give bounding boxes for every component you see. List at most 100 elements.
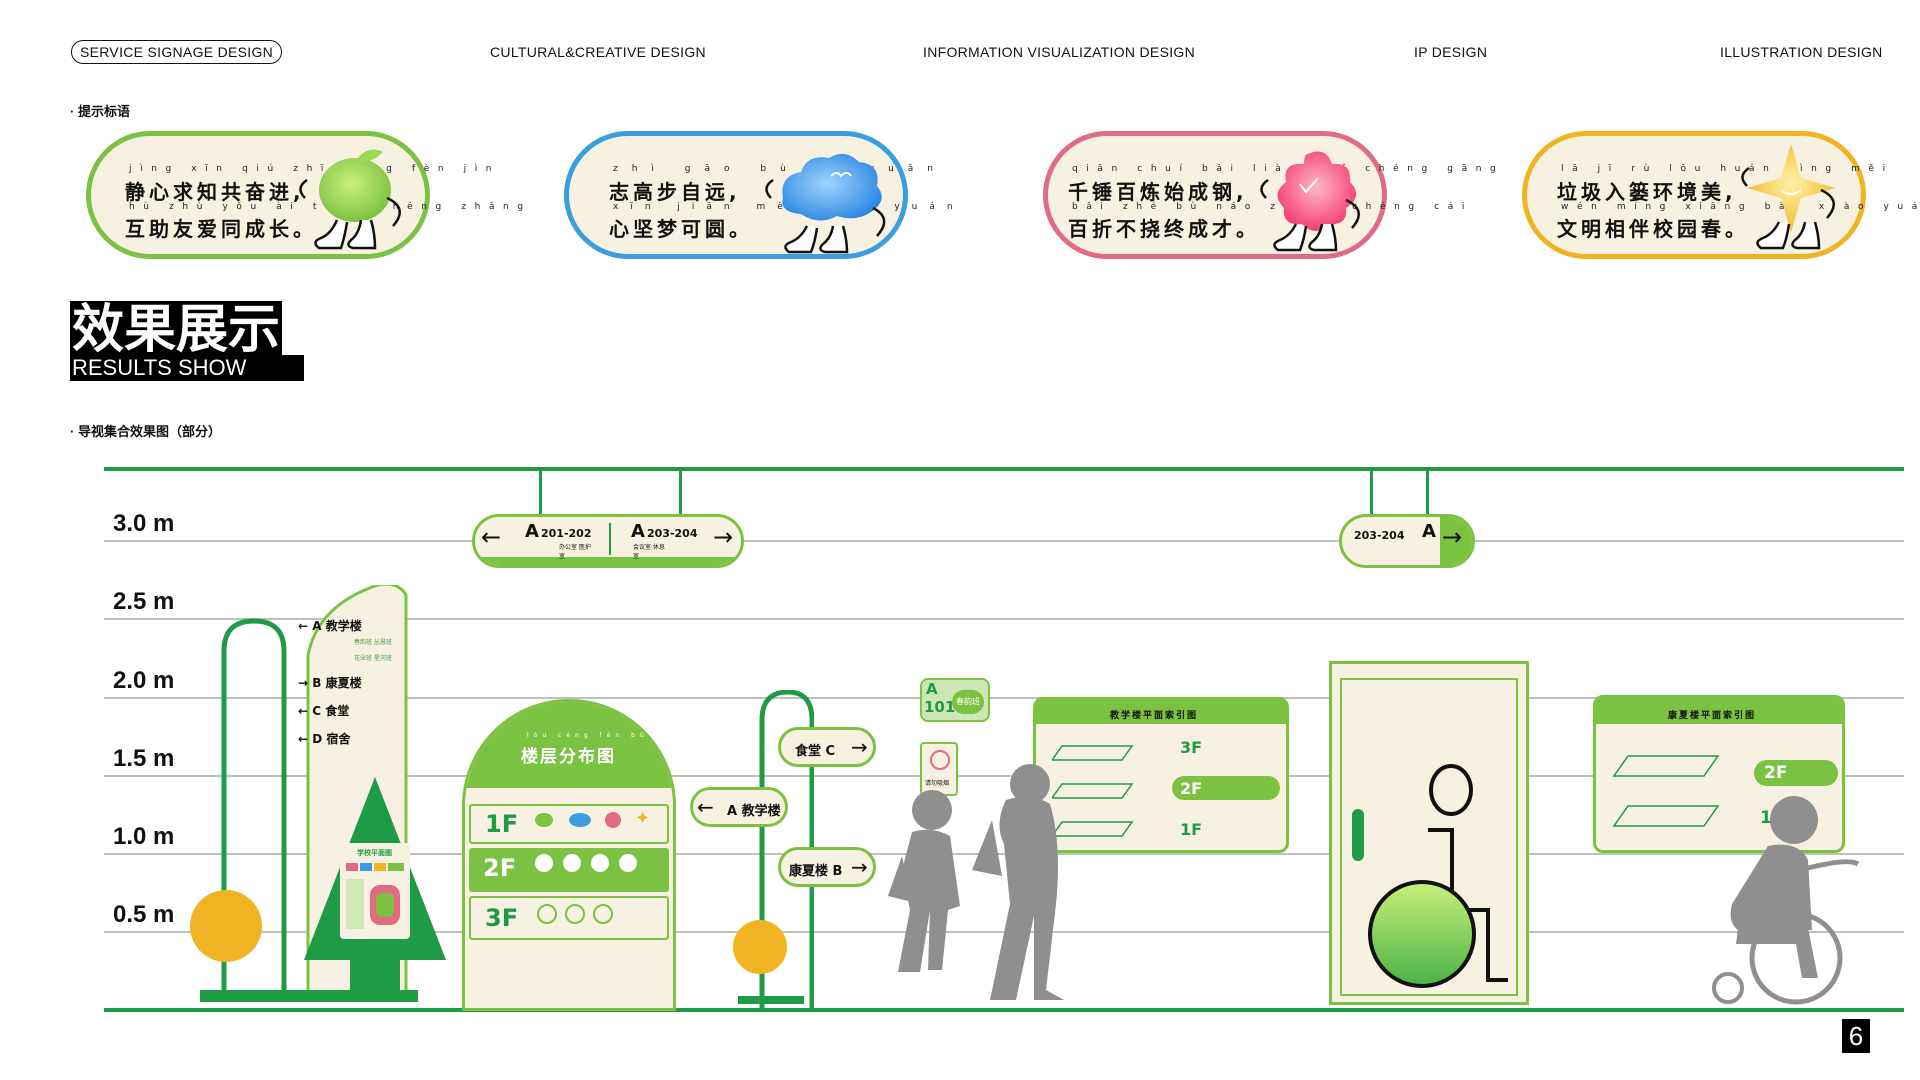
nav-service-signage[interactable]: SERVICE SIGNAGE DESIGN <box>71 40 283 64</box>
room-icon <box>591 854 609 872</box>
nav-ip-design[interactable]: IP DESIGN <box>1414 44 1488 60</box>
hanging-sign-a201-204: ← A 201-202 办公室 医护室 A 203-204 会议室 休息室 → <box>472 514 744 568</box>
star-icon: ✦ <box>635 808 651 829</box>
hanging-right-sub: 会议室 休息室 <box>633 544 665 560</box>
slogan-4-line-1: 垃圾入篓环境美, <box>1557 180 1737 204</box>
slogan-3-line-1: 千锤百炼始成钢, <box>1068 180 1248 204</box>
floor-label-2f: 2F <box>483 854 517 882</box>
floor-row-2f: 2F <box>469 848 669 892</box>
children-walking-silhouette <box>888 764 1064 1000</box>
yellow-ball-decor <box>733 920 787 974</box>
index-1-floor-2f: 2F <box>1180 779 1203 798</box>
blue-cloud-mascot-icon <box>765 153 886 254</box>
room-icon <box>565 904 585 924</box>
hanging-left-rooms: 201-202 <box>541 527 592 540</box>
door-plate-code: A <box>926 680 938 698</box>
hanger-rod <box>1426 471 1429 515</box>
slogan-board-2: zhì gāo bù zì yuǎn 志高步自远, xīn jiān mèng … <box>564 131 953 259</box>
hanging-sign-a203-204: 203-204 A → <box>1339 514 1475 568</box>
arrow-left-icon: ← <box>298 704 309 718</box>
totem-item-a-label: A 教学楼 <box>312 619 362 633</box>
arrow-right-icon: → <box>1442 523 1463 551</box>
arrow-right-icon: → <box>851 855 868 879</box>
room-icon <box>537 904 557 924</box>
cloud-icon <box>569 813 591 827</box>
apple-icon <box>535 813 553 827</box>
arrow-right-icon: → <box>298 676 309 690</box>
slogan-1-pinyin-1: jìng xīn qiú zhī gòng fèn jìn <box>129 164 501 174</box>
slogans-section-label: · 提示标语 <box>70 104 130 119</box>
height-label-2-5m: 2.5 m <box>113 588 175 615</box>
door-handle[interactable] <box>1352 809 1364 861</box>
slogan-board-3: qiān chuí bǎi liàn shǐ chéng gāng 千锤百炼始成… <box>1043 131 1496 259</box>
hanging-2-code: A <box>1422 521 1436 542</box>
room-icon <box>563 854 581 872</box>
teaching-building-index-board: 教学楼平面索引图 3F 2F 1F <box>1033 697 1289 853</box>
floor-plan-diagram <box>1612 755 1720 827</box>
hanger-rod <box>539 471 542 515</box>
divider <box>609 523 611 555</box>
no-smoking-icon <box>930 750 950 770</box>
grid-line-1m <box>104 853 1904 855</box>
pole-sign-kangxia-label: 康夏楼 B <box>789 864 843 879</box>
nav-information-visualization[interactable]: INFORMATION VISUALIZATION DESIGN <box>923 44 1195 60</box>
arrow-left-icon: ← <box>298 732 309 746</box>
totem-sub-1: 春韵班 丛慧班 <box>354 639 392 646</box>
hanging-left-sub: 办公室 医护室 <box>559 544 591 560</box>
grid-line-2-5m <box>104 618 1904 620</box>
pole-sign-canteen-label: 食堂 C <box>795 744 836 759</box>
grid-line-1-5m <box>104 775 1904 777</box>
index-2-floor-2f: 2F <box>1764 763 1788 783</box>
totem-item-b-label: B 康夏楼 <box>312 676 362 690</box>
pole-sign-canteen[interactable]: 食堂 C → <box>778 727 876 767</box>
totem-sub-2: 花朵班 星河班 <box>354 655 392 662</box>
pole-sign-kangxia[interactable]: 康夏楼 B → <box>778 847 876 887</box>
slogan-4-pinyin-1: lā jī rù lǒu huán jìng měi <box>1561 164 1894 174</box>
accessible-restroom-door[interactable] <box>1329 661 1529 1005</box>
index-board-2-title: 康夏楼平面索引图 <box>1668 711 1757 721</box>
door-plate-name: 春韵班 <box>952 690 984 714</box>
results-title-cn: 效果展示 <box>70 300 283 360</box>
grid-line-0-5m <box>104 931 1904 933</box>
totem-item-d: ← D 宿舍 <box>298 730 350 747</box>
nav-illustration-design[interactable]: ILLUSTRATION DESIGN <box>1720 44 1883 60</box>
no-smoking-text: 请勿吸烟 <box>925 780 950 787</box>
yellow-star-mascot-icon <box>1741 144 1835 250</box>
wheelchair-icon <box>1368 764 1508 988</box>
nav-cultural-creative[interactable]: CULTURAL&CREATIVE DESIGN <box>490 44 706 60</box>
slogan-board-1: jìng xīn qiú zhī gòng fèn jìn 静心求知共奋进, h… <box>86 131 523 259</box>
slogan-2-line-2: 心坚梦可圆。 <box>609 217 753 241</box>
slogan-1-line-1: 静心求知共奋进, <box>125 180 305 204</box>
hanging-2-rooms: 203-204 <box>1354 529 1405 542</box>
results-title-en: RESULTS SHOW <box>70 355 304 381</box>
flower-icon <box>605 812 621 828</box>
room-icon <box>535 854 553 872</box>
index-board-1-title: 教学楼平面索引图 <box>1110 711 1199 721</box>
hanger-rod <box>679 471 682 515</box>
grid-line-2m <box>104 697 1904 699</box>
slogan-4-pinyin-2: wén míng xiāng bàn xiào yuán chūn <box>1561 202 1920 212</box>
scene-section-label: · 导视集合效果图（部分） <box>70 424 221 439</box>
floor-row-3f: 3F <box>469 896 669 940</box>
totem-item-a: ← A 教学楼 <box>298 617 362 634</box>
campus-map-title: 学校平面图 <box>357 849 392 857</box>
floor-label-3f: 3F <box>485 904 519 932</box>
index-1-floor-3f: 3F <box>1180 738 1203 757</box>
slogan-2-pinyin-2: xīn jiān mèng kě yuán <box>613 202 965 212</box>
floor-row-1f: 1F ✦ <box>469 804 669 844</box>
current-floor-highlight: 2F <box>1754 760 1838 786</box>
slogan-1-line-2: 互助友爱同成长。 <box>125 217 317 241</box>
room-icon <box>619 854 637 872</box>
arrow-left-icon: ← <box>697 795 714 819</box>
totem-item-c-label: C 食堂 <box>312 704 350 718</box>
pole-sign-teaching[interactable]: ← A 教学楼 <box>690 787 788 827</box>
current-floor-highlight: 2F <box>1172 776 1280 800</box>
totem-item-d-label: D 宿舍 <box>312 732 351 746</box>
height-label-0-5m: 0.5 m <box>113 901 175 928</box>
hanging-left-code: A <box>525 521 539 542</box>
floor-distribution-board: lóu céng fēn bù tú 楼层分布图 1F ✦ 2F 3F <box>462 699 676 1011</box>
slogan-3-pinyin-1: qiān chuí bǎi liàn shǐ chéng gāng <box>1072 164 1505 174</box>
slogan-3-pinyin-2: bǎi zhé bù náo zhōng chéng cái <box>1072 202 1473 212</box>
room-icon <box>593 904 613 924</box>
height-label-1m: 1.0 m <box>113 823 175 850</box>
